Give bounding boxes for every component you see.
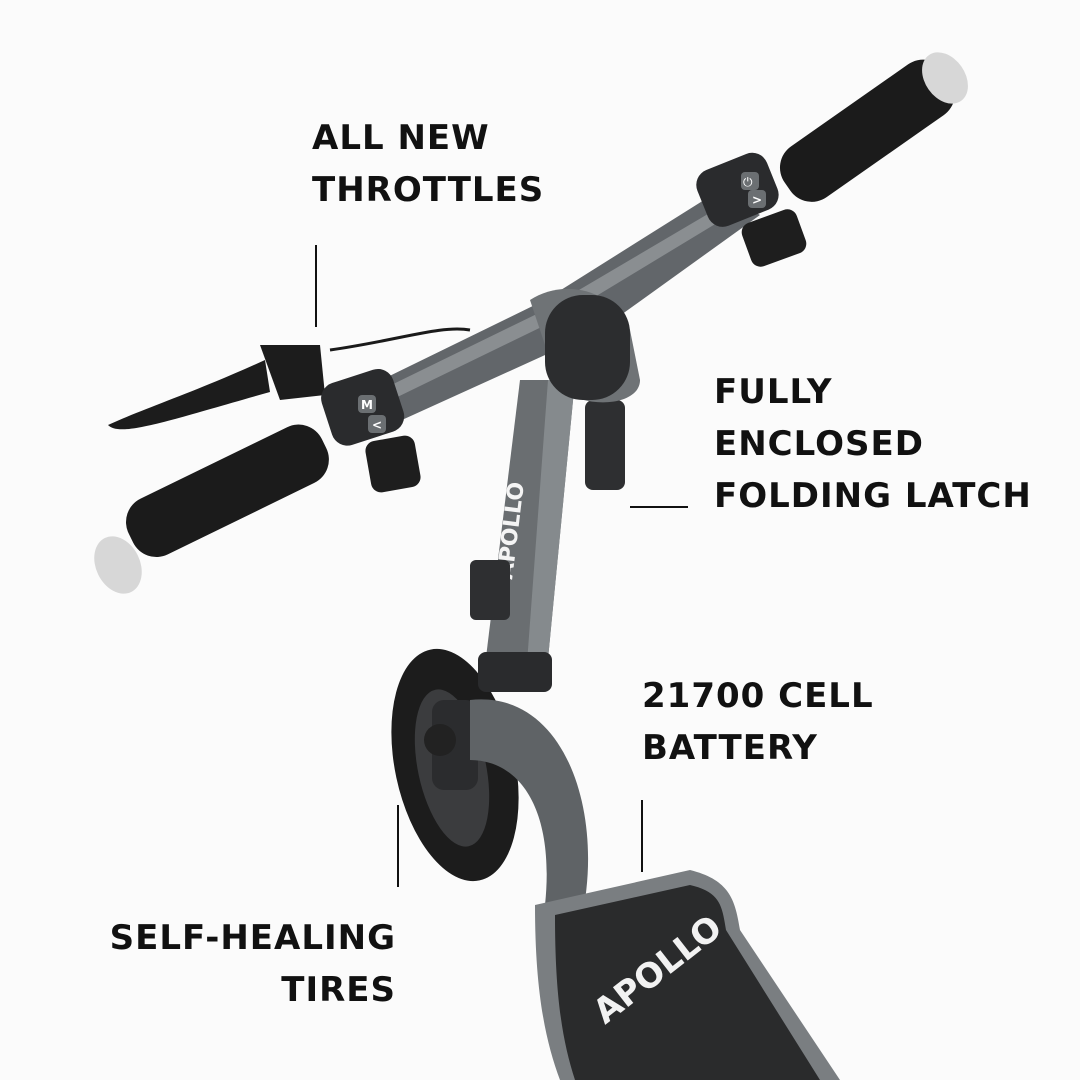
throttles-leader-line xyxy=(315,245,317,327)
callout-battery-line2: BATTERY xyxy=(642,728,818,768)
battery-leader-line xyxy=(641,800,643,872)
deck-neck xyxy=(470,699,589,905)
callout-battery-line1: 21700 CELL xyxy=(642,676,874,716)
svg-text:⏻: ⏻ xyxy=(743,175,753,189)
callout-latch-line3: FOLDING LATCH xyxy=(714,476,1032,516)
svg-text:<: < xyxy=(372,418,382,432)
callout-tires-line1: SELF-HEALING xyxy=(109,918,396,958)
callout-throttles-line2: THROTTLES xyxy=(312,170,545,210)
left-control-pod: M < xyxy=(321,368,421,493)
front-fork xyxy=(424,700,478,790)
folding-latch xyxy=(470,400,625,692)
callout-throttles: ALL NEW THROTTLES xyxy=(312,112,544,216)
right-grip xyxy=(779,52,968,202)
callout-latch-line2: ENCLOSED xyxy=(714,424,924,464)
latch-leader-line xyxy=(630,506,688,508)
callout-battery: 21700 CELL BATTERY xyxy=(642,670,874,774)
deck: APOLLO xyxy=(535,870,840,1080)
callout-folding-latch: FULLY ENCLOSED FOLDING LATCH xyxy=(714,366,1032,522)
brake-lever xyxy=(108,345,325,430)
callout-throttles-line1: ALL NEW xyxy=(312,118,490,158)
svg-text:M: M xyxy=(361,398,373,412)
stem: APOLLO xyxy=(482,380,575,690)
callout-latch-line1: FULLY xyxy=(714,372,833,412)
callout-tires-line2: TIRES xyxy=(281,970,396,1010)
callout-tires: SELF-HEALING TIRES xyxy=(40,912,396,1016)
tires-leader-line xyxy=(397,805,399,887)
display-head xyxy=(530,288,640,403)
svg-text:>: > xyxy=(752,193,762,207)
right-control-pod: ⏻ > xyxy=(696,152,807,267)
left-grip xyxy=(94,424,329,594)
